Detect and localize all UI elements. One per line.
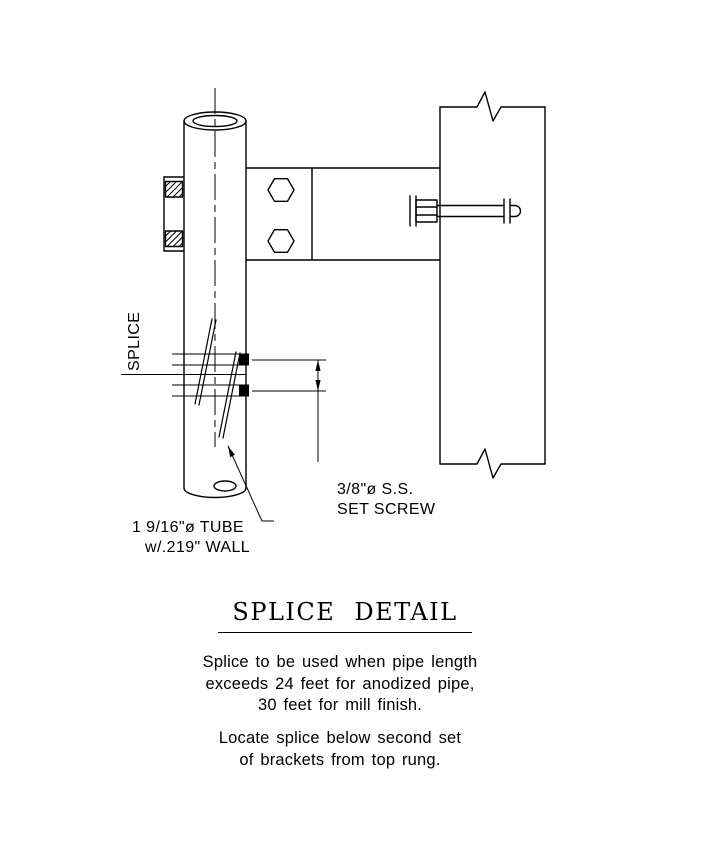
set-screw-label-line2: SET SCREW [337,501,436,518]
splice-label: SPLICE [126,312,143,371]
set-screw-label-line1: 3/8"ø S.S. [337,481,413,498]
tube [183,111,247,499]
wall-post [439,91,546,479]
note-usage: Splice to be used when pipe length excee… [140,652,540,717]
set-screw-lines [172,353,249,397]
dimension-arrow-down [315,380,321,391]
hex-bolt-head-upper [267,177,295,203]
break-line-bottom [439,448,546,479]
break-line-top [439,91,546,122]
through-bolt [409,195,522,227]
note-usage-line2: exceeds 24 feet for anodized pipe, [205,674,475,693]
set-screw-head-lower [239,385,249,396]
tube-leader-arrow [228,446,235,458]
note-location: Locate splice below second set of bracke… [140,728,540,771]
note-usage-line1: Splice to be used when pipe length [202,653,478,671]
note-usage-line3: 30 feet for mill finish. [257,696,423,714]
dimension-arrow-up [315,360,321,371]
tube-leader [227,445,274,522]
hex-bolt-head-lower [267,228,295,254]
clamp-hatch [165,181,183,247]
splice-drive-pins [194,318,241,439]
set-screw-head-upper [239,354,249,365]
set-screw-dimension [252,359,326,462]
note-location-line2: of brackets from top rung. [239,750,441,769]
splice-assembly [172,318,249,439]
drawing-title-text: SPLICE DETAIL [218,598,472,633]
note-location-line1: Locate splice below second set [218,729,462,747]
drawing-title: SPLICE DETAIL [0,598,702,633]
tube-label-line2: w/.219" WALL [144,539,250,556]
tube-label-line1: 1 9/16"ø TUBE [132,519,244,536]
tube-clamp [163,176,185,252]
mounting-bracket [245,167,441,261]
splice-detail-drawing: SPLICE 3/8"ø S.S. SET SCREW 1 9/16"ø TUB… [121,88,546,556]
